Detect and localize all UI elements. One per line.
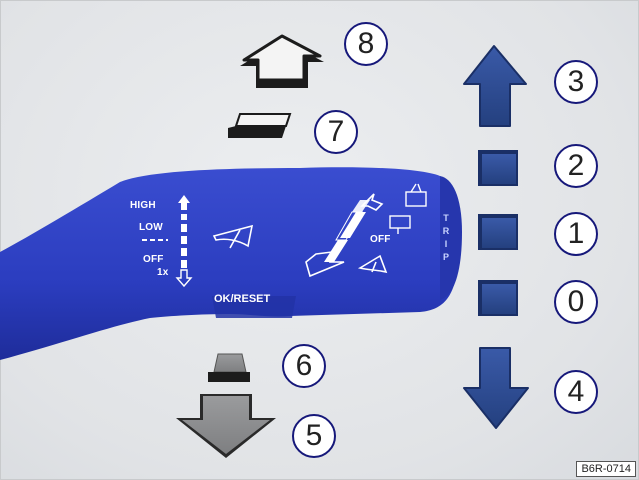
position-1-square <box>478 214 518 250</box>
trip-letter-p: P <box>442 252 449 262</box>
rear-wiper-icon <box>357 254 388 274</box>
lever-body <box>0 167 459 360</box>
wiper-level-off: OFF <box>143 254 164 265</box>
trip-letter-r: R <box>442 226 450 236</box>
ok-reset-label: OK/RESET <box>214 293 271 305</box>
trip-button <box>440 176 462 300</box>
rear-window-icon-lower <box>389 215 411 234</box>
callout-4: 4 <box>554 370 598 414</box>
push-up-arrow <box>240 34 324 88</box>
figure-code-label: B6R-0714 <box>576 461 636 477</box>
wiper-level-low: LOW <box>139 222 163 233</box>
rear-wiper-up-arrow <box>360 193 384 211</box>
tip-down-button <box>208 353 250 382</box>
level-up-arrow <box>178 195 190 210</box>
level-marker-2 <box>181 224 187 232</box>
trip-letter-t: T <box>443 213 449 223</box>
wiper-level-high: HIGH <box>130 200 156 211</box>
callout-5: 5 <box>292 414 336 458</box>
callout-8: 8 <box>344 22 388 66</box>
level-down-arrow <box>175 269 193 288</box>
position-0-square <box>478 280 518 316</box>
ok-reset-collar <box>212 296 296 318</box>
callout-6: 6 <box>282 344 326 388</box>
callout-0: 0 <box>554 280 598 324</box>
callout-1: 1 <box>554 212 598 256</box>
level-marker-4 <box>181 248 187 256</box>
rear-wiper-off-label: OFF <box>370 234 391 245</box>
rear-wiper-down-arrow <box>305 251 345 278</box>
front-wiper-icon <box>212 224 254 249</box>
level-marker-5 <box>181 260 187 268</box>
callout-2: 2 <box>554 144 598 188</box>
callout-7: 7 <box>314 110 358 154</box>
rear-window-icon-upper <box>405 183 427 207</box>
position-2-square <box>478 150 518 186</box>
callout-3: 3 <box>554 60 598 104</box>
wiper-level-single: 1x <box>157 267 169 278</box>
level-marker-3 <box>181 236 187 244</box>
tip-up-button <box>228 113 292 138</box>
level-marker-1 <box>181 214 187 220</box>
lever-down-arrow <box>463 347 529 429</box>
trip-letter-i: I <box>444 239 448 249</box>
pull-down-arrow <box>176 394 276 458</box>
lever-up-arrow <box>463 45 527 127</box>
